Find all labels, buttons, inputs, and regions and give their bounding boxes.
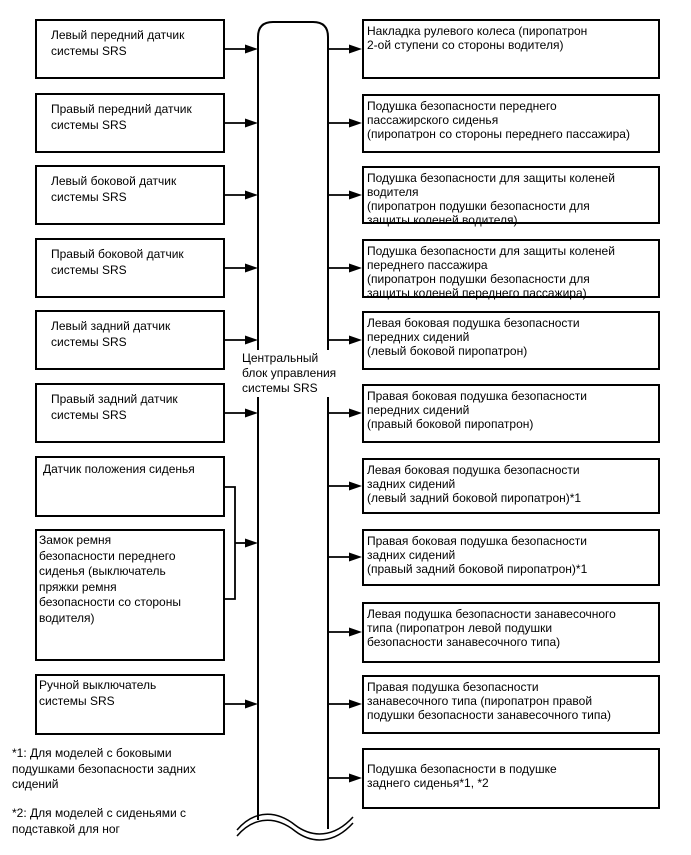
box-front-side-airbag-left: Левая боковая подушка безопасности перед… bbox=[362, 311, 660, 370]
central-unit-bar bbox=[257, 21, 329, 829]
box-seat-belt-buckle: Замок ремня безопасности переднего сиден… bbox=[35, 529, 225, 661]
arrow-right-3-head bbox=[349, 190, 362, 200]
arrow-left-4-head bbox=[245, 263, 258, 273]
footnote-1: *1: Для моделей с боковыми подушками без… bbox=[12, 746, 196, 791]
arrow-right-2-head bbox=[349, 118, 362, 128]
arrow-right-8-head bbox=[349, 552, 362, 562]
box-steering-pad-squib: Накладка рулевого колеса (пиропатрон 2-о… bbox=[362, 19, 660, 79]
footnote-2: *2: Для моделей с сиденьями с подставкой… bbox=[12, 806, 186, 836]
box-curtain-airbag-left: Левая подушка безопасности занавесочного… bbox=[362, 602, 660, 663]
arrow-left-bracket-head bbox=[245, 538, 258, 548]
box-manual-srs-switch: Ручной выключатель системы SRS bbox=[35, 674, 225, 735]
box-seat-position-sensor: Датчик положения сиденья bbox=[35, 456, 225, 517]
box-rear-side-airbag-right: Правая боковая подушка безопасности задн… bbox=[362, 529, 660, 586]
box-rear-side-airbag-left: Левая боковая подушка безопасности задни… bbox=[362, 458, 660, 514]
box-front-passenger-airbag: Подушка безопасности переднего пассажирс… bbox=[362, 94, 660, 153]
arrow-right-7-head bbox=[349, 481, 362, 491]
arrow-right-10-head bbox=[349, 699, 362, 709]
box-passenger-knee-airbag: Подушка безопасности для защиты коленей … bbox=[362, 239, 660, 300]
arrow-left-3-head bbox=[245, 190, 258, 200]
break-wave-upper bbox=[236, 813, 354, 835]
arrow-right-9-head bbox=[349, 627, 362, 637]
arrow-group bbox=[225, 44, 362, 783]
box-curtain-airbag-right: Правая подушка безопасности занавесочног… bbox=[362, 675, 660, 734]
arrow-right-5-head bbox=[349, 335, 362, 345]
box-sensor-rear-right: Правый задний датчик системы SRS bbox=[35, 383, 225, 443]
bracket-connector bbox=[225, 486, 236, 600]
arrow-left-1-head bbox=[245, 44, 258, 54]
arrow-left-5-head bbox=[245, 335, 258, 345]
arrow-right-1-head bbox=[349, 44, 362, 54]
arrow-right-6-head bbox=[349, 408, 362, 418]
break-wave-lower bbox=[236, 819, 354, 841]
box-sensor-rear-left: Левый задний датчик системы SRS bbox=[35, 310, 225, 370]
central-unit-label: Центральный блок управления системы SRS bbox=[241, 350, 354, 398]
arrow-left-9-head bbox=[245, 699, 258, 709]
box-sensor-front-right: Правый передний датчик системы SRS bbox=[35, 93, 225, 153]
box-sensor-side-left: Левый боковой датчик системы SRS bbox=[35, 165, 225, 225]
box-sensor-side-right: Правый боковой датчик системы SRS bbox=[35, 238, 225, 298]
arrow-right-11-head bbox=[349, 773, 362, 783]
arrow-right-4-head bbox=[349, 263, 362, 273]
box-driver-knee-airbag: Подушка безопасности для защиты коленей … bbox=[362, 166, 660, 227]
box-front-side-airbag-right: Правая боковая подушка безопасности пере… bbox=[362, 384, 660, 443]
box-sensor-front-left: Левый передний датчик системы SRS bbox=[35, 19, 225, 79]
box-rear-seat-cushion-airbag: Подушка безопасности в подушке заднего с… bbox=[362, 748, 660, 809]
arrow-left-2-head bbox=[245, 118, 258, 128]
arrow-left-6-head bbox=[245, 408, 258, 418]
